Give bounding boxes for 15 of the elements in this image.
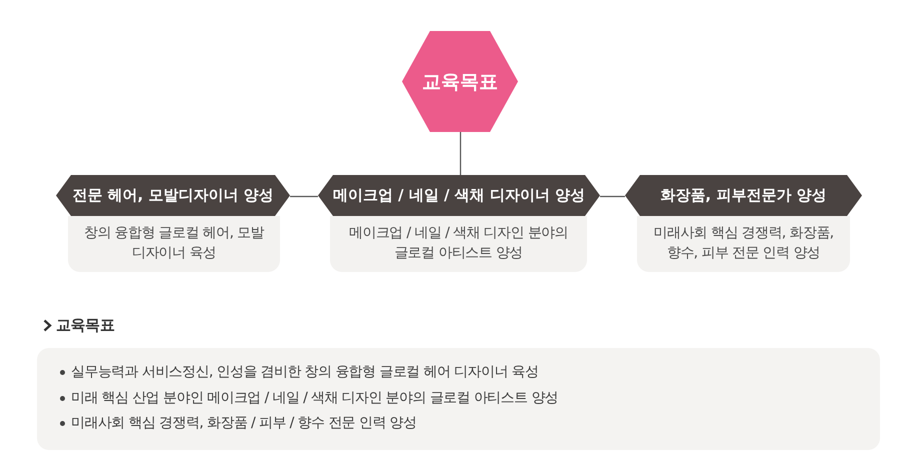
connector-line [290, 196, 318, 198]
connector-line [460, 132, 462, 175]
connector-line [600, 196, 625, 198]
banner: 전문 헤어, 모발디자이너 양성 [56, 175, 290, 216]
description-card: 메이크업 / 네일 / 색채 디자인 분야의 글로컬 아티스트 양성 [330, 216, 587, 272]
section-heading: 교육목표 [56, 315, 114, 335]
banner: 메이크업 / 네일 / 색채 디자이너 양성 [318, 175, 600, 216]
description-card: 미래사회 핵심 경쟁력, 화장품, 향수, 피부 전문 인력 양성 [637, 216, 850, 272]
hexagon: 교육목표 [402, 31, 518, 132]
list-item: 미래 핵심 산업 분야인 메이크업 / 네일 / 색채 디자인 분야의 글로컬 아티스트 양성 [71, 388, 558, 408]
description-card: 창의 융합형 글로컬 헤어, 모발 디자이너 육성 [68, 216, 280, 272]
list-panel [37, 348, 880, 450]
banner: 화장품, 피부전문가 양성 [625, 175, 862, 216]
list-item: 실무능력과 서비스정신, 인성을 겸비한 창의 융합형 글로컬 헤어 디자이너 육성 [71, 363, 538, 382]
list-item: 미래사회 핵심 경쟁력, 화장품 / 피부 / 향수 전문 인력 양성 [71, 414, 416, 433]
